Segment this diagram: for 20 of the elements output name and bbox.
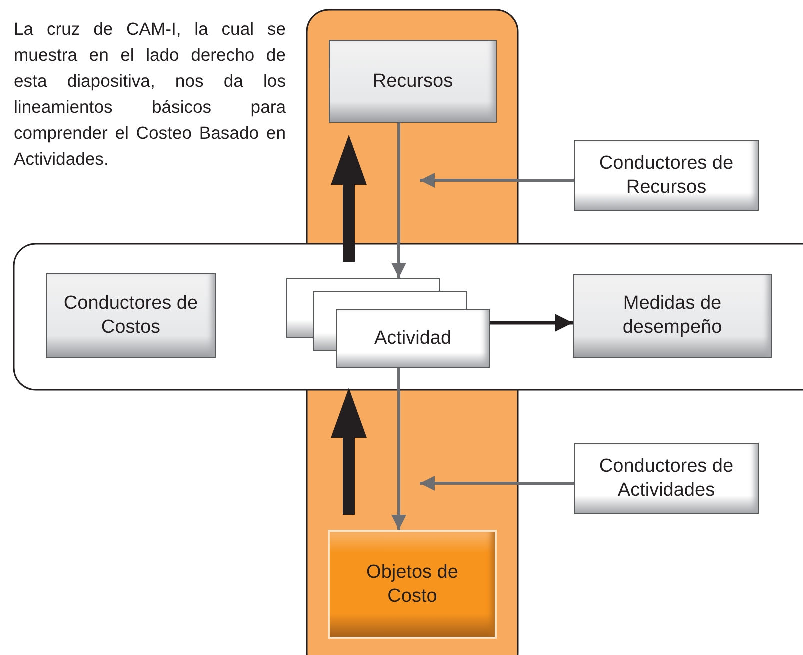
arrow — [490, 314, 573, 332]
process-box — [573, 274, 772, 358]
process-box — [46, 273, 216, 358]
arrow — [420, 173, 574, 188]
node-label: Medidas de desempeño — [622, 292, 724, 340]
process-box — [574, 140, 759, 211]
node-label: Conductores de Recursos — [598, 152, 735, 200]
node-label: Objetos de Costo — [366, 560, 460, 608]
arrow — [420, 476, 574, 491]
process-box — [328, 530, 497, 639]
node-label: Conductores de Costos — [62, 292, 200, 340]
arrow — [392, 123, 406, 278]
node-label: Conductores de Actividades — [598, 454, 735, 502]
process-box — [329, 40, 497, 123]
stacked-cards — [286, 278, 490, 368]
node-label: Actividad — [373, 326, 453, 350]
node-label: Recursos — [372, 70, 454, 94]
description-text: La cruz de CAM-I, la cual se muestra en el lado derecho de esta diapositiva, nos da los lineamientos básicos para comprender el Costeo Basado en Actividades. — [14, 18, 286, 171]
arrow — [392, 368, 406, 530]
process-box — [574, 443, 759, 514]
